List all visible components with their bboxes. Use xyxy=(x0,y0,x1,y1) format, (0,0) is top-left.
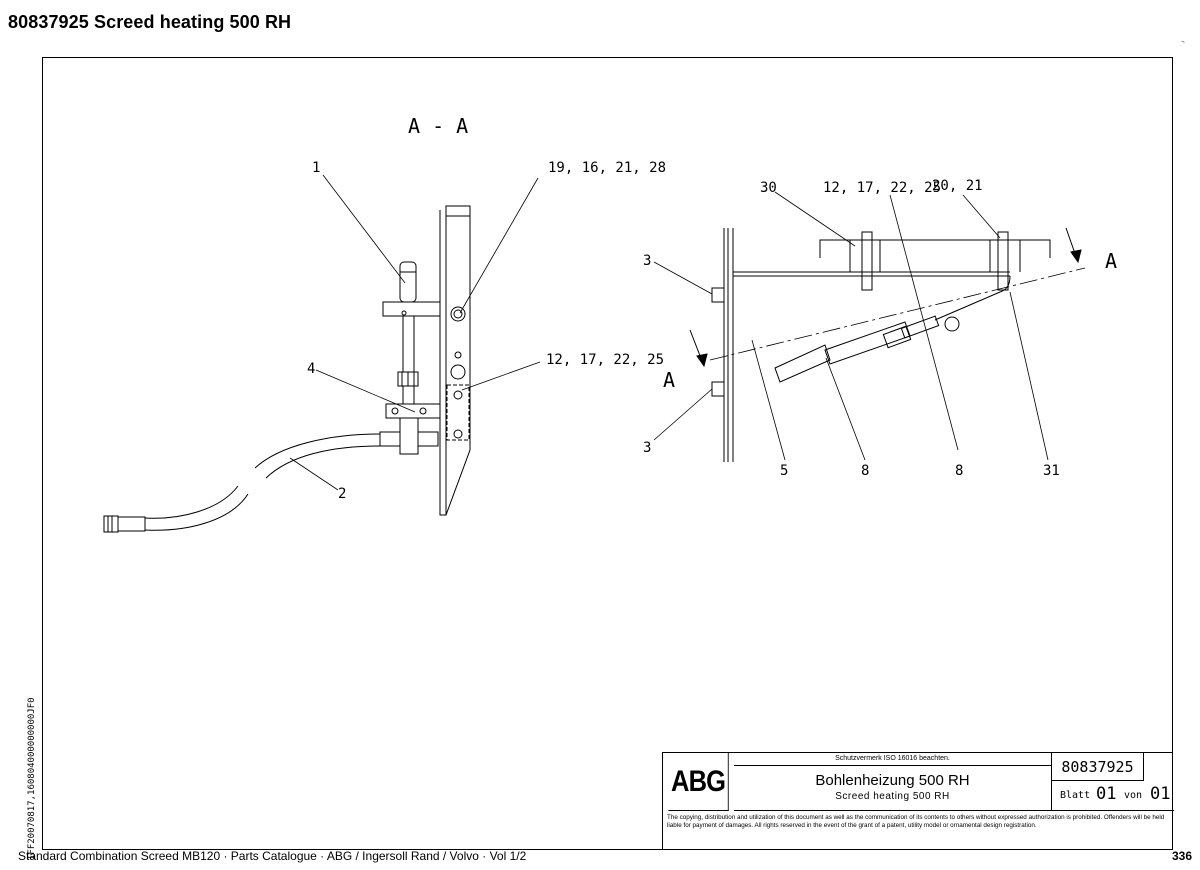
title-block-center: Schutzvermerk ISO 16016 beachten. Bohlen… xyxy=(734,753,1052,811)
callout-8-left: 8 xyxy=(861,463,869,479)
sheet-label: Blatt xyxy=(1060,790,1091,801)
callout-20-21: 20, 21 xyxy=(932,178,983,194)
title-block-right: 80837925 Blatt 01 von 01 xyxy=(1052,753,1174,811)
protection-note: Schutzvermerk ISO 16016 beachten. xyxy=(734,753,1051,766)
leader-lines-right xyxy=(653,191,1049,461)
title-english: Screed heating 500 RH xyxy=(835,791,950,802)
callout-31: 31 xyxy=(1043,463,1060,479)
mounting-plate-right xyxy=(711,228,1051,462)
abg-logo: ABG xyxy=(668,753,729,811)
callout-3-bottom: 3 xyxy=(643,440,651,456)
section-arrows xyxy=(689,227,1082,368)
copyright-notice: The copying, distribution and utilizatio… xyxy=(667,814,1165,829)
section-line xyxy=(709,267,1086,361)
callout-19-16-21-28: 19, 16, 21, 28 xyxy=(548,160,666,176)
callout-3-top: 3 xyxy=(643,253,651,269)
callout-30: 30 xyxy=(760,180,777,196)
callout-4: 4 xyxy=(307,361,315,377)
leader-lines-left xyxy=(289,174,541,491)
callout-8-right: 8 xyxy=(955,463,963,479)
footer-page-number: 336 xyxy=(1171,849,1192,863)
section-marker-left: A xyxy=(663,368,675,392)
hose xyxy=(103,433,381,533)
heating-pipe-right xyxy=(774,315,940,383)
callout-1: 1 xyxy=(312,160,320,176)
sheet-info: Blatt 01 von 01 xyxy=(1052,781,1174,811)
footer-catalogue: Standard Combination Screed MB120 · Part… xyxy=(18,849,527,863)
side-document-code: IFF20070817,160804000000000JF0 xyxy=(27,697,37,860)
of-label: von xyxy=(1124,790,1143,801)
title-block: ABG Schutzvermerk ISO 16016 beachten. Bo… xyxy=(662,752,1174,850)
drawing-frame xyxy=(42,57,1173,850)
section-label: A - A xyxy=(408,114,468,138)
mounting-plate-left xyxy=(439,205,471,516)
callout-2: 2 xyxy=(338,486,346,502)
sheet-number: 01 xyxy=(1096,784,1117,804)
callout-5: 5 xyxy=(780,463,788,479)
drawing-number: 80837925 xyxy=(1052,753,1144,781)
page-title: 80837925 Screed heating 500 RH xyxy=(8,12,292,32)
callout-12-17-22-25-right: 12, 17, 22, 25 xyxy=(823,180,941,196)
valve-assembly xyxy=(379,261,441,455)
section-marker-right: A xyxy=(1105,249,1117,273)
corner-mark: ¬ xyxy=(1181,40,1185,46)
callout-12-17-22-25-left: 12, 17, 22, 25 xyxy=(546,352,664,368)
title-german: Bohlenheizung 500 RH xyxy=(815,772,970,789)
sheet-total: 01 xyxy=(1150,784,1171,804)
